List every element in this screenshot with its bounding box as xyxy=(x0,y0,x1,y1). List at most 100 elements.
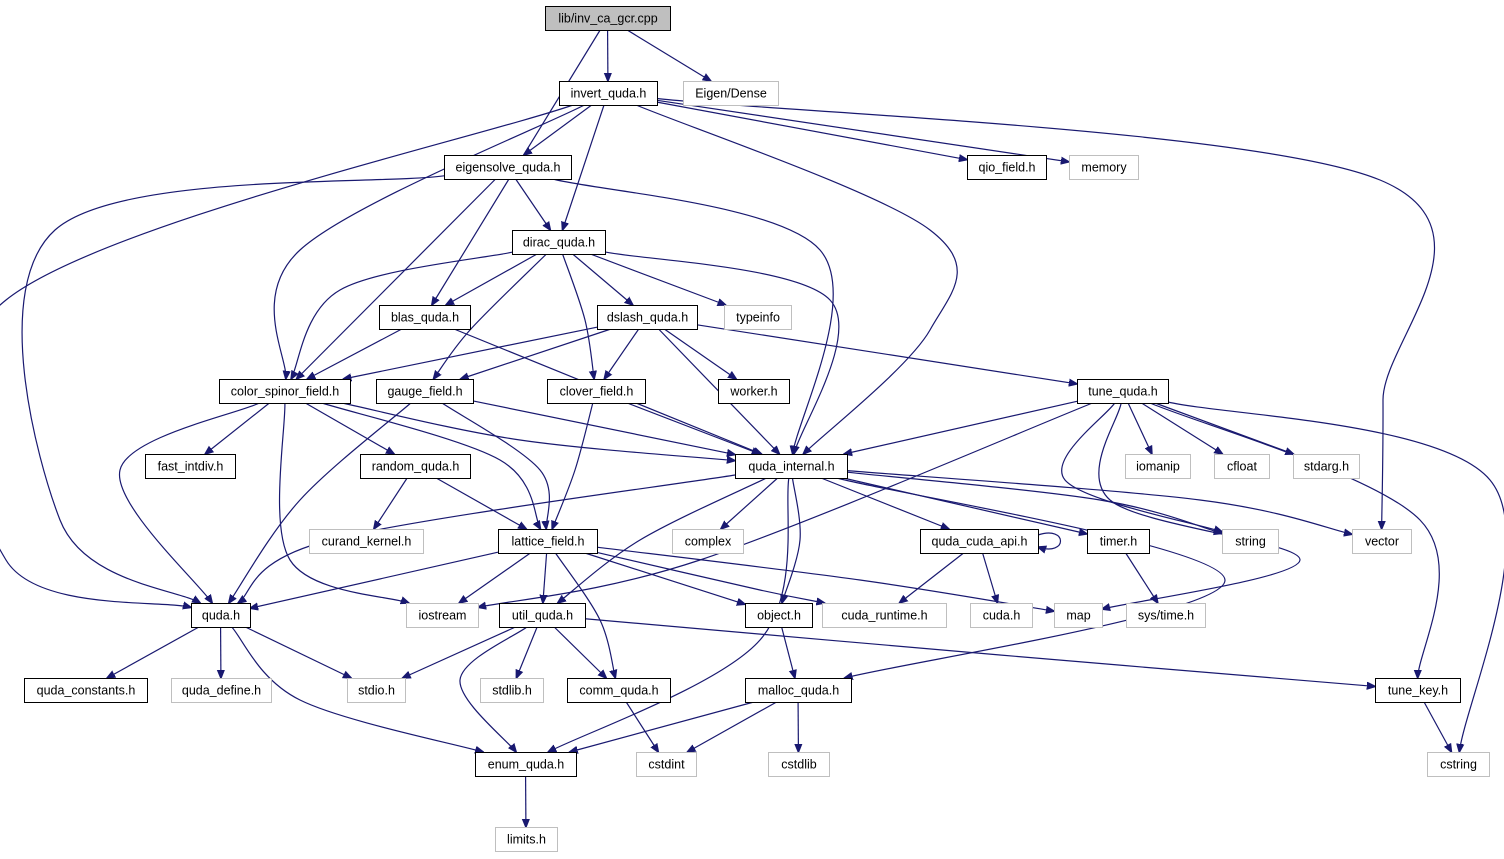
node-complex: complex xyxy=(672,529,744,554)
node-label: blas_quda.h xyxy=(391,311,459,325)
node-label: dirac_quda.h xyxy=(523,236,595,250)
edge-color-spinor-field-to-quda xyxy=(119,402,260,603)
node-label: cuda.h xyxy=(983,609,1021,623)
node-box xyxy=(145,454,236,479)
node-label: quda_cuda_api.h xyxy=(932,535,1028,549)
edge-invert-quda-to-qio-field xyxy=(656,101,967,160)
node-worker[interactable]: worker.h xyxy=(718,379,790,404)
node-label: quda_constants.h xyxy=(37,684,136,698)
node-box xyxy=(1427,752,1490,777)
node-box xyxy=(1077,379,1169,404)
edge-quda-internal-to-object xyxy=(782,477,801,603)
edge-quda-internal-to-string xyxy=(846,471,1222,533)
edge-dslash-quda-to-gauge-field xyxy=(461,328,612,379)
node-comm-quda[interactable]: comm_quda.h xyxy=(567,678,671,703)
edge-quda-internal-to-malloc-quda xyxy=(836,477,1226,678)
node-malloc-quda[interactable]: malloc_quda.h xyxy=(745,678,852,703)
node-label: lib/inv_ca_gcr.cpp xyxy=(558,12,657,26)
edge-lattice-field-to-util-quda xyxy=(543,552,547,603)
node-box xyxy=(745,678,852,703)
edge-tune-key-to-cstring xyxy=(1423,701,1451,752)
node-label: sys/time.h xyxy=(1138,609,1194,623)
node-eigensolve-quda[interactable]: eigensolve_quda.h xyxy=(444,155,572,180)
node-qio-field[interactable]: qio_field.h xyxy=(967,155,1047,180)
node-label: cstring xyxy=(1440,758,1477,772)
node-box xyxy=(683,81,779,106)
node-lattice-field[interactable]: lattice_field.h xyxy=(498,529,598,554)
node-box xyxy=(475,752,577,777)
node-object[interactable]: object.h xyxy=(745,603,813,628)
node-tune-quda[interactable]: tune_quda.h xyxy=(1077,379,1169,404)
node-memory: memory xyxy=(1069,155,1139,180)
edge-util-quda-to-enum-quda xyxy=(459,626,528,752)
node-label: object.h xyxy=(757,609,801,623)
edge-color-spinor-field-to-iostream xyxy=(278,402,409,603)
edge-invert-quda-to-vector xyxy=(656,97,1435,529)
node-label: typeinfo xyxy=(736,311,780,325)
node-label: quda_internal.h xyxy=(748,460,834,474)
node-color-spinor-field[interactable]: color_spinor_field.h xyxy=(219,379,351,404)
node-enum-quda[interactable]: enum_quda.h xyxy=(475,752,577,777)
edge-gauge-field-to-quda-internal xyxy=(472,400,735,455)
edge-color-spinor-field-to-lattice-field xyxy=(321,402,540,529)
node-label: limits.h xyxy=(507,833,546,847)
edge-eigensolve-quda-to-quda xyxy=(21,175,445,603)
node-box xyxy=(499,603,586,628)
node-fast-intdiv[interactable]: fast_intdiv.h xyxy=(145,454,236,479)
edge-object-to-malloc-quda xyxy=(781,626,795,678)
node-clover-field[interactable]: clover_field.h xyxy=(547,379,646,404)
edge-invert-quda-to-color-spinor-field xyxy=(273,104,585,379)
dependency-edges xyxy=(0,29,1504,827)
node-label: memory xyxy=(1081,161,1127,175)
edge-eigensolve-quda-to-dirac-quda xyxy=(515,178,551,230)
node-gauge-field[interactable]: gauge_field.h xyxy=(376,379,474,404)
node-iomanip: iomanip xyxy=(1125,454,1191,479)
edge-inv-ca-gcr-to-eigen-dense xyxy=(626,29,711,81)
node-dirac-quda[interactable]: dirac_quda.h xyxy=(512,230,606,255)
node-quda-cuda-api[interactable]: quda_cuda_api.h xyxy=(920,529,1039,554)
node-cuda-runtime: cuda_runtime.h xyxy=(822,603,947,628)
node-box xyxy=(559,81,658,106)
node-label: cstdint xyxy=(648,758,685,772)
node-box xyxy=(1087,529,1150,554)
node-label: quda_define.h xyxy=(182,684,261,698)
edge-tune-quda-to-string xyxy=(1061,402,1222,532)
edge-tune-quda-to-cfloat xyxy=(1141,402,1223,454)
node-quda-internal[interactable]: quda_internal.h xyxy=(735,454,848,479)
node-label: iomanip xyxy=(1136,460,1180,474)
node-random-quda[interactable]: random_quda.h xyxy=(360,454,471,479)
edge-lattice-field-to-quda xyxy=(250,551,499,608)
node-box xyxy=(672,529,744,554)
node-util-quda[interactable]: util_quda.h xyxy=(499,603,586,628)
node-tune-key[interactable]: tune_key.h xyxy=(1375,678,1461,703)
node-dslash-quda[interactable]: dslash_quda.h xyxy=(597,305,698,330)
node-box xyxy=(1054,603,1103,628)
node-box xyxy=(970,603,1033,628)
node-box xyxy=(1375,678,1461,703)
node-invert-quda[interactable]: invert_quda.h xyxy=(559,81,658,106)
node-box xyxy=(567,678,671,703)
node-blas-quda[interactable]: blas_quda.h xyxy=(379,305,471,330)
node-label: cuda_runtime.h xyxy=(841,609,927,623)
node-label: stdlib.h xyxy=(492,684,532,698)
node-box xyxy=(171,678,272,703)
node-label: string xyxy=(1235,535,1266,549)
edge-quda-internal-to-vector xyxy=(846,470,1352,535)
edge-dslash-quda-to-tune-quda xyxy=(696,324,1077,384)
edge-dirac-quda-to-clover-field xyxy=(562,253,595,379)
node-cuda: cuda.h xyxy=(970,603,1033,628)
edge-quda-internal-to-complex xyxy=(721,477,779,529)
node-quda-constants[interactable]: quda_constants.h xyxy=(24,678,148,703)
edge-invert-quda-to-dirac-quda xyxy=(562,104,605,230)
node-quda[interactable]: quda.h xyxy=(191,603,251,628)
node-cfloat: cfloat xyxy=(1214,454,1270,479)
node-timer[interactable]: timer.h xyxy=(1087,529,1150,554)
node-map: map xyxy=(1054,603,1103,628)
node-iostream: iostream xyxy=(406,603,479,628)
node-box xyxy=(597,305,698,330)
node-label: qio_field.h xyxy=(979,161,1036,175)
node-inv-ca-gcr[interactable]: lib/inv_ca_gcr.cpp xyxy=(545,6,671,31)
edge-quda-internal-to-quda-cuda-api xyxy=(820,477,949,529)
edge-quda-internal-to-quda xyxy=(238,474,736,603)
